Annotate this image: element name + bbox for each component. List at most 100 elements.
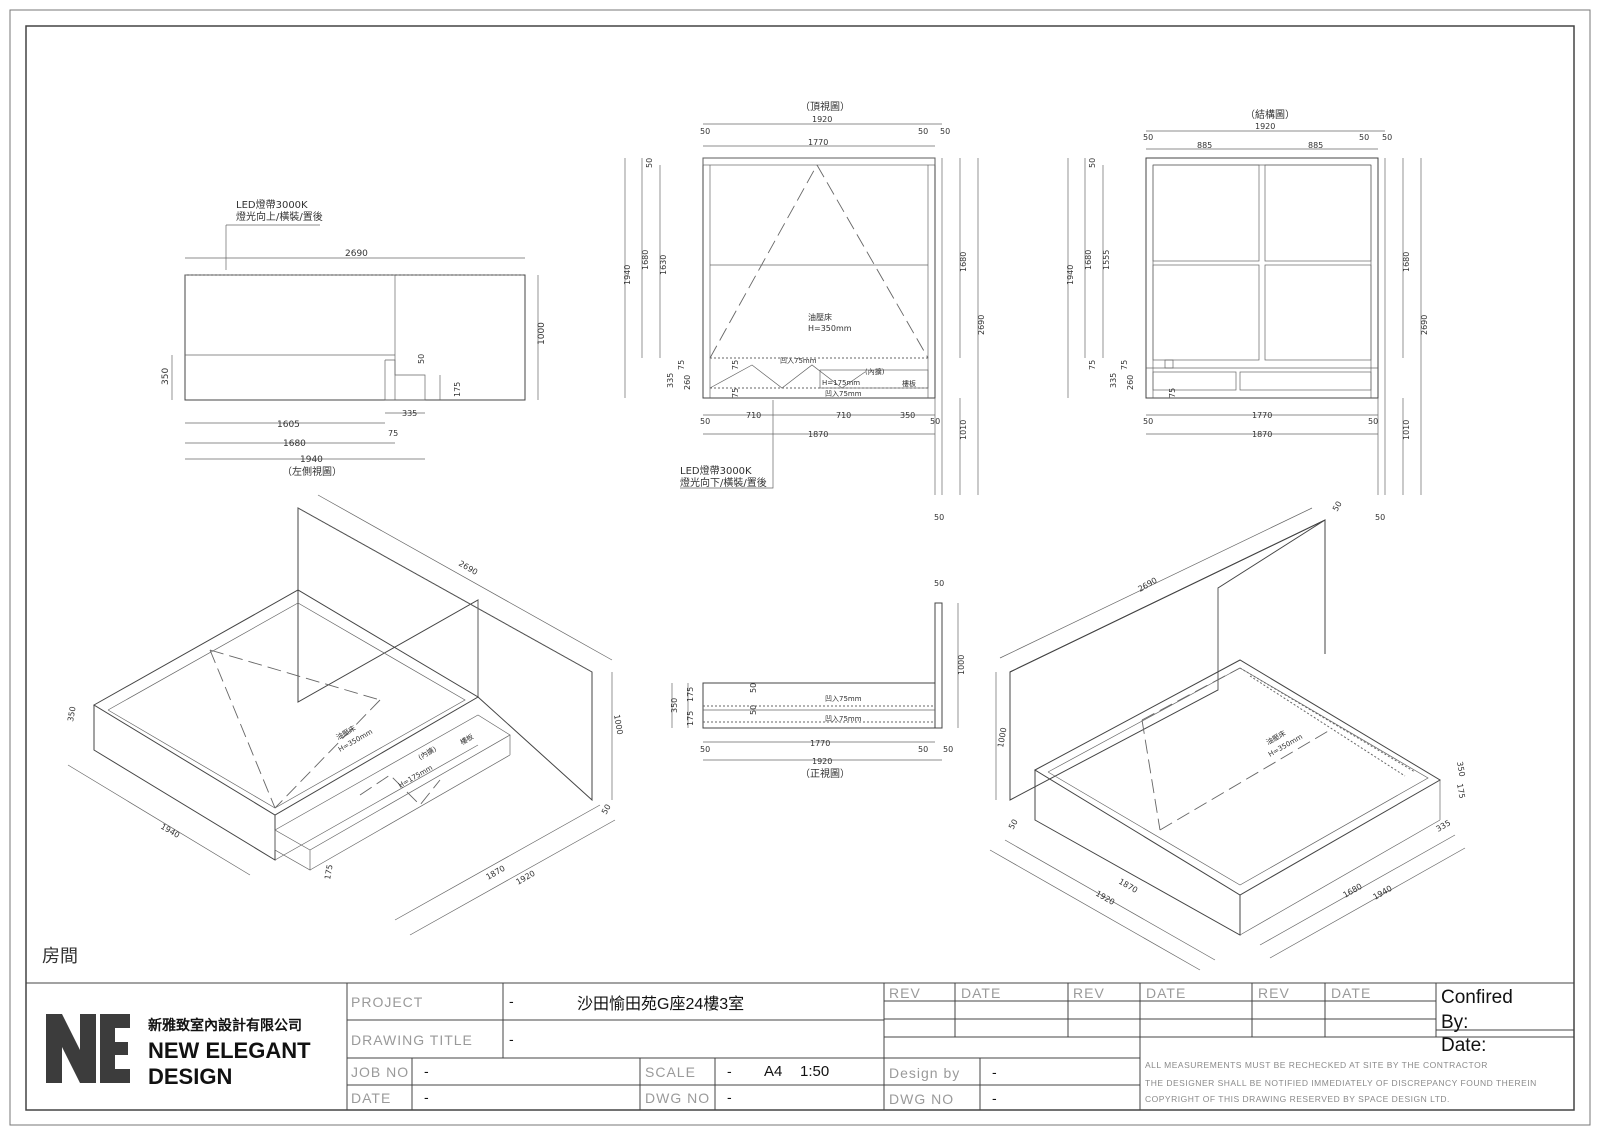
structure-dim-2690r: 2690 <box>1420 315 1429 335</box>
front-dim-50r1: 50 <box>918 745 928 754</box>
iso-left-view: 油壓床 H=350mm (內擴) 樓板 H=175mm 2690 1000 35… <box>66 494 624 936</box>
front-dim-50a: 50 <box>749 683 758 693</box>
front-dim-1770: 1770 <box>810 739 830 748</box>
top-dim-350: 350 <box>900 411 915 420</box>
structure-dim-75c: 75 <box>1168 388 1177 398</box>
side-view: 2690 1000 350 50 175 1605 335 75 1680 19… <box>161 199 547 478</box>
iso-left-dim-1920: 1920 <box>515 869 537 887</box>
project-value: 沙田愉田苑G座24樓3室 <box>577 995 744 1013</box>
iso-right-dim-50b: 50 <box>1007 818 1020 831</box>
top-plank: 樓板 <box>902 379 916 388</box>
side-dim-335: 335 <box>402 409 417 418</box>
side-dim-2690: 2690 <box>345 249 368 259</box>
iso-right-dim-1680: 1680 <box>1342 882 1364 900</box>
top-dim-1630: 1630 <box>659 255 668 275</box>
company-name-en-2: DESIGN <box>148 1064 232 1089</box>
structure-dim-50c: 50 <box>1382 133 1392 142</box>
structure-dim-50a: 50 <box>1143 133 1153 142</box>
top-dim-1940: 1940 <box>623 265 632 285</box>
iso-right-view: 油壓床 H=350mm 2690 50 1000 350 175 335 50 … <box>989 500 1467 971</box>
top-dim-335: 335 <box>666 373 675 388</box>
front-dim-175a: 175 <box>686 687 695 702</box>
top-dim-1010r: 1010 <box>959 420 968 440</box>
iso-right-dim-1870: 1870 <box>1117 877 1139 895</box>
note-line-1: ALL MEASUREMENTS MUST BE RECHECKED AT SI… <box>1145 1060 1488 1070</box>
top-dim-1870: 1870 <box>808 430 828 439</box>
dwg-no-label: DWG NO <box>645 1090 710 1106</box>
confirmed-label: Confired <box>1441 987 1513 1008</box>
top-view-title: （頂視圖） <box>800 100 850 113</box>
iso-right-dim-1940: 1940 <box>1372 884 1394 902</box>
iso-left-dim-50: 50 <box>600 803 613 816</box>
scale-label: SCALE <box>645 1064 696 1080</box>
side-led-note-1: LED燈帶3000K <box>236 199 308 211</box>
front-view: 凹入75mm 凹入75mm 50 1000 50 50 350 175 175 … <box>670 579 966 780</box>
top-dim-710a: 710 <box>746 411 761 420</box>
iso-left-h175: H=175mm <box>397 764 434 790</box>
structure-view: （結構圖） 1920 50 50 50 885 885 1940 1680 15… <box>1066 108 1429 522</box>
rev-label-3: REV <box>1258 985 1290 1001</box>
company-name-en-1: NEW ELEGANT <box>148 1038 311 1063</box>
structure-frame <box>1145 157 1379 399</box>
scale-dash: - <box>727 1063 732 1079</box>
drawing-title-label: DRAWING TITLE <box>351 1032 473 1048</box>
confirmed-date-label: Date: <box>1441 1035 1486 1056</box>
side-dim-175: 175 <box>453 382 462 397</box>
side-headboard-outline <box>184 274 526 401</box>
rev-label-1: REV <box>889 985 921 1001</box>
room-label: 房間 <box>42 946 78 967</box>
top-dim-75a: 75 <box>677 360 686 370</box>
top-dim-50bottom: 50 <box>934 513 944 522</box>
iso-left-dim-2690: 2690 <box>457 559 479 577</box>
dwg-no2-label: DWG NO <box>889 1091 954 1107</box>
structure-dim-50b2: 50 <box>1368 417 1378 426</box>
drawing-title-value: - <box>509 1031 514 1047</box>
structure-dim-1940: 1940 <box>1066 265 1075 285</box>
side-dim-1680: 1680 <box>283 439 306 449</box>
iso-right-dim-50: 50 <box>1331 500 1344 513</box>
top-dim-1770: 1770 <box>808 138 828 147</box>
top-h175: H=175mm <box>822 379 860 387</box>
rev-date-label-3: DATE <box>1331 985 1371 1001</box>
iso-right-dim-1000: 1000 <box>996 727 1008 749</box>
structure-dim-75a: 75 <box>1088 360 1097 370</box>
structure-dim-1770: 1770 <box>1252 411 1272 420</box>
top-mattress-height: H=350mm <box>808 324 852 333</box>
structure-dim-50l: 50 <box>1088 158 1097 168</box>
note-line-3: COPYRIGHT OF THIS DRAWING RESERVED BY SP… <box>1145 1094 1450 1104</box>
structure-dim-1555: 1555 <box>1102 250 1111 270</box>
structure-dim-260: 260 <box>1126 375 1135 390</box>
structure-view-title: （結構圖） <box>1245 108 1295 121</box>
company-name-cn: 新雅致室內設計有限公司 <box>148 1017 302 1033</box>
side-dim-1000: 1000 <box>537 322 547 345</box>
front-recess-2: 凹入75mm <box>825 715 862 723</box>
iso-left-dim-1940: 1940 <box>159 822 181 840</box>
front-dim-175b: 175 <box>686 711 695 726</box>
iso-right-dim-335: 335 <box>1435 818 1453 833</box>
side-dim-50: 50 <box>417 354 426 364</box>
top-dim-50b2: 50 <box>930 417 940 426</box>
job-no-label: JOB NO <box>351 1064 409 1080</box>
scale-value: 1:50 <box>800 1063 829 1080</box>
iso-left-inner: (內擴) <box>417 744 439 762</box>
structure-dim-50b: 50 <box>1359 133 1369 142</box>
iso-left-plank: 樓板 <box>459 732 476 747</box>
side-dim-350: 350 <box>161 368 171 385</box>
structure-dim-885a: 885 <box>1197 141 1212 150</box>
structure-dim-50bottom: 50 <box>1375 513 1385 522</box>
top-dim-75b: 75 <box>731 360 740 370</box>
top-dim-50c: 50 <box>940 127 950 136</box>
top-recess-1: 凹入75mm <box>780 357 817 365</box>
side-dim-75: 75 <box>388 429 398 438</box>
top-dim-1680r: 1680 <box>959 252 968 272</box>
iso-left-dim-175: 175 <box>323 864 335 881</box>
project-label: PROJECT <box>351 994 423 1010</box>
top-dim-50a: 50 <box>700 127 710 136</box>
top-dim-710b: 710 <box>836 411 851 420</box>
front-dim-50b: 50 <box>749 705 758 715</box>
iso-left-dim-1870: 1870 <box>485 864 507 882</box>
top-dim-75c: 75 <box>731 388 740 398</box>
top-dim-1680: 1680 <box>641 250 650 270</box>
top-dim-50l: 50 <box>645 158 654 168</box>
